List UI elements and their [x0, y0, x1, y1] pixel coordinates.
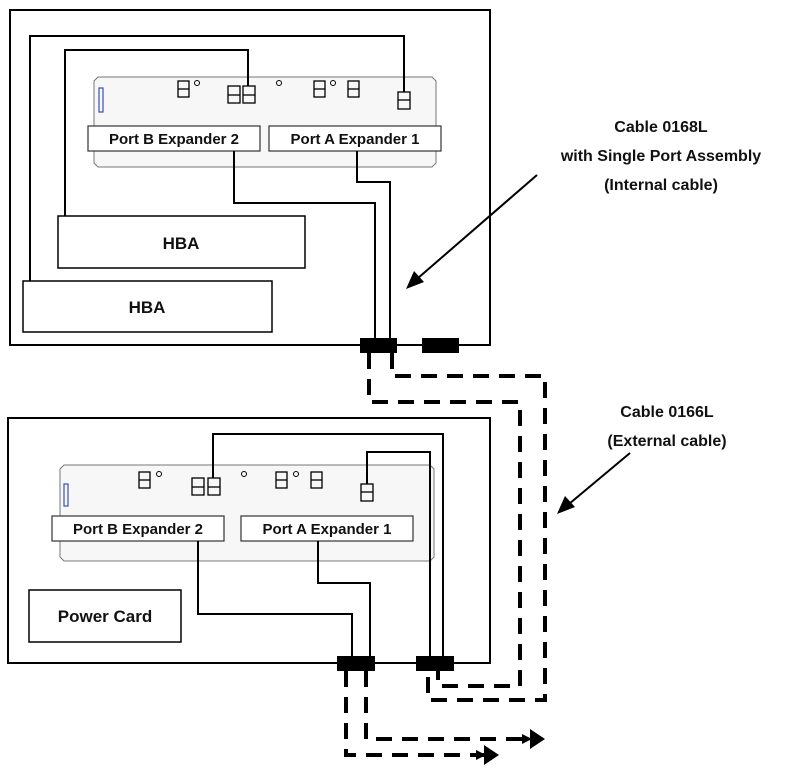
external-cables [344, 353, 547, 765]
arrow-icon [406, 271, 424, 289]
screw-icon [330, 80, 336, 86]
screw-icon [241, 471, 247, 477]
top-hba-label-1: HBA [163, 234, 200, 253]
bottom-port-a-tag [240, 515, 414, 542]
connector-icon [275, 471, 288, 489]
hba1-to-port-b-cable [64, 49, 249, 216]
external-cable-callout: Cable 0166L (External cable) [557, 404, 727, 514]
port-b-to-in-port-cable [197, 541, 353, 656]
connector-icon [227, 85, 241, 104]
internal-cable-callout: Cable 0168L with Single Port Assembly (I… [406, 119, 761, 289]
internal-callout-arrow-line [409, 174, 538, 286]
connector-icon [310, 471, 323, 489]
external-callout-line-2: (External cable) [607, 433, 726, 450]
connector-icon [313, 80, 326, 98]
bottom-backplane-indicator [63, 483, 69, 507]
arrow-right-icon [484, 745, 499, 765]
top-backplane: Port B Expander 2 Port A Expander 1 [87, 76, 442, 168]
top-port-a-tag [268, 125, 442, 152]
power-card [28, 589, 182, 643]
internal-callout-line-2: with Single Port Assembly [560, 148, 761, 165]
screw-icon [293, 471, 299, 477]
top-external-port-2 [422, 338, 459, 353]
connector-icon [347, 80, 360, 98]
hba2-to-port-a-cable [29, 35, 405, 281]
top-hba-card-1 [57, 215, 306, 269]
bottom-backplane: Port B Expander 2 Port A Expander 1 [51, 464, 435, 562]
external-cable-top-to-bottom-2 [390, 353, 547, 702]
external-cable-out-2 [364, 671, 532, 744]
top-backplane-indicator [98, 87, 104, 113]
connector-icon [177, 80, 190, 98]
top-backplane-board [93, 76, 437, 168]
arrow-right-icon [530, 729, 545, 749]
port-a-to-external-cable [356, 151, 391, 338]
port-b-to-external-cable [233, 151, 376, 338]
external-callout-arrow-line [562, 452, 631, 510]
bottom-port-b-label: Port B Expander 2 [73, 521, 203, 538]
external-cable-out-1 [344, 671, 486, 760]
power-card-label: Power Card [58, 607, 152, 626]
top-port-a-label: Port A Expander 1 [291, 131, 420, 148]
bottom-backplane-board [59, 464, 435, 562]
port-a-to-in-port-cable [317, 541, 371, 656]
screw-icon [156, 471, 162, 477]
top-hba-label-2: HBA [129, 298, 166, 317]
top-port-b-tag [87, 125, 261, 152]
top-chassis: Port B Expander 2 Port A Expander 1 HBA … [9, 9, 491, 353]
connector-icon [138, 471, 151, 489]
port-a-to-out-port-cable [366, 451, 431, 656]
bottom-port-a-label: Port A Expander 1 [263, 521, 392, 538]
top-internal-cables [29, 35, 405, 338]
connector-icon [191, 477, 205, 496]
internal-callout-line-3: (Internal cable) [604, 177, 718, 194]
top-port-b-label: Port B Expander 2 [109, 131, 239, 148]
port-b-to-out-port-cable [212, 433, 444, 656]
internal-callout-line-1: Cable 0168L [614, 119, 708, 136]
bottom-external-port-1 [337, 656, 375, 671]
bottom-external-port-2 [416, 656, 454, 671]
external-cable-top-to-bottom-1 [367, 353, 522, 688]
top-external-port-1 [360, 338, 397, 353]
top-hba-card-2 [22, 280, 273, 333]
screw-icon [194, 80, 200, 86]
arrow-icon [557, 496, 575, 514]
external-callout-line-1: Cable 0166L [620, 404, 714, 421]
bottom-port-b-tag [51, 515, 225, 542]
bottom-chassis: Port B Expander 2 Port A Expander 1 Powe… [7, 417, 491, 671]
screw-icon [276, 80, 282, 86]
bottom-internal-cables [197, 433, 444, 656]
